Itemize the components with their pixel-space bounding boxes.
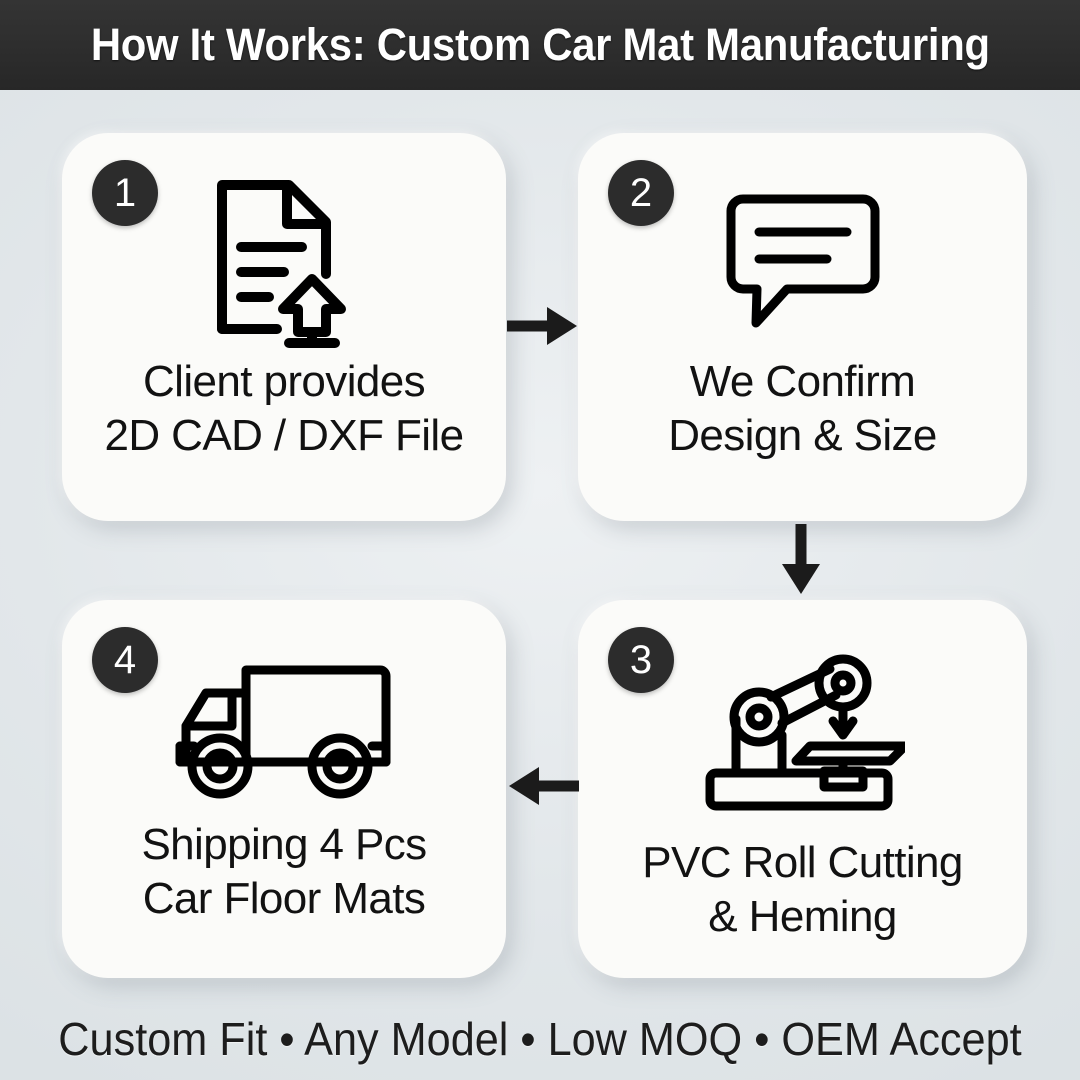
step-caption-1-line1: Client provides [142, 357, 426, 406]
step-caption-1: Client provides 2D CAD / DXF File [74, 355, 494, 462]
step-caption-2-line2: Design & Size [668, 410, 937, 460]
step-caption-3-line2: & Heming [708, 891, 897, 941]
step-caption-3-line1: PVC Roll Cutting [642, 838, 963, 887]
step-caption-2: We Confirm Design & Size [590, 355, 1015, 462]
step-number-badge-1: 1 [92, 160, 158, 226]
step-card-1[interactable]: 1 Client provides 2D CAD [62, 133, 506, 521]
step-icon-1 [62, 169, 506, 349]
step-caption-1-line2: 2D CAD / DXF File [104, 410, 465, 460]
arrow-step2-to-step3 [775, 522, 827, 603]
delivery-truck-icon [175, 665, 391, 798]
step-number-badge-4: 4 [92, 627, 158, 693]
arrow-left-icon [509, 767, 579, 805]
arrow-right-icon [507, 307, 577, 345]
document-upload-icon [217, 180, 346, 348]
step-number-badge-3: 3 [608, 627, 674, 693]
arrow-step3-to-step4 [505, 760, 581, 817]
footer-tagline: Custom Fit • Any Model • Low MOQ • OEM A… [58, 1013, 1022, 1065]
step-caption-3: PVC Roll Cutting & Heming [590, 836, 1015, 943]
step-icon-4 [62, 648, 506, 808]
step-icon-2 [578, 181, 1027, 341]
robot-arm-icon [705, 654, 905, 811]
arrow-step1-to-step2 [505, 300, 581, 357]
arrow-down-icon [782, 524, 820, 594]
step-number-badge-2: 2 [608, 160, 674, 226]
step-card-3[interactable]: 3 [578, 600, 1027, 978]
step-icon-3 [578, 648, 1027, 818]
step-caption-4: Shipping 4 Pcs Car Floor Mats [74, 818, 494, 925]
step-caption-4-line1: Shipping 4 Pcs [141, 820, 427, 869]
header-bar: How It Works: Custom Car Mat Manufacturi… [0, 0, 1080, 90]
speech-bubble-icon [726, 194, 879, 328]
step-card-2[interactable]: 2 We Confirm Design & Size [578, 133, 1027, 521]
step-caption-4-line2: Car Floor Mats [142, 873, 426, 923]
step-card-4[interactable]: 4 Shipping 4 Pcs Car [62, 600, 506, 978]
step-caption-2-line1: We Confirm [689, 357, 916, 406]
page-title: How It Works: Custom Car Mat Manufacturi… [90, 19, 990, 70]
